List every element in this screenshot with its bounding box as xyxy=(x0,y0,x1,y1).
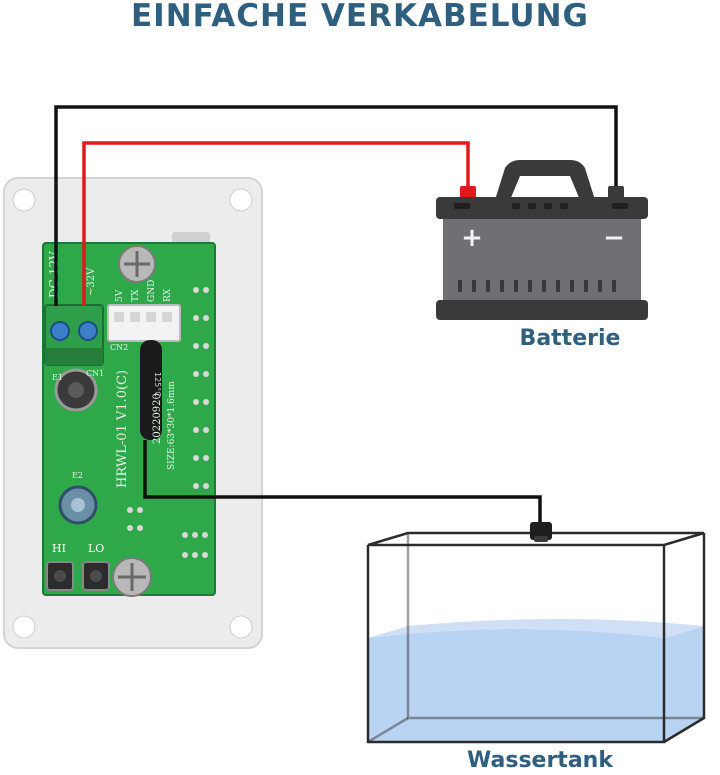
battery-lid xyxy=(436,197,648,219)
battery-minus-sign: − xyxy=(603,223,625,253)
capacitor-e1-top xyxy=(68,382,84,398)
pcb-voltage: ~32V xyxy=(86,267,97,296)
battery-ribs xyxy=(458,280,616,292)
pcb-date: 20220920 xyxy=(152,393,163,444)
connector-pin-3 xyxy=(146,312,156,322)
terminal-screw-1 xyxy=(50,321,70,341)
tank-outline xyxy=(366,531,706,744)
battery-base xyxy=(436,300,648,320)
connector-pin-2 xyxy=(130,312,140,322)
pcb-lo-label: LO xyxy=(88,542,104,555)
connector-pin-1 xyxy=(114,312,124,322)
pcb-size: SIZE:63*30*1.6mm xyxy=(167,381,177,470)
screw-bottom-slot xyxy=(118,563,146,591)
capacitor-e2-top xyxy=(71,498,85,512)
battery-plus-sign: + xyxy=(461,223,483,253)
terminal-screw-2 xyxy=(78,321,98,341)
water-sensor xyxy=(530,522,552,540)
screw-top-slot xyxy=(124,251,150,277)
sensor-text: 125°C xyxy=(153,372,162,397)
pcb-cap-e1: E1 xyxy=(52,373,63,382)
tank-water-surface xyxy=(368,619,704,638)
mount-hole-bottom-left xyxy=(12,615,36,639)
mount-hole-top-right xyxy=(229,188,253,212)
black-wire-battery xyxy=(54,105,618,306)
connector-cn2 xyxy=(107,304,181,342)
pcb-pads xyxy=(127,287,209,558)
pcb-pin-5v: 5V xyxy=(115,289,125,302)
plate-tab xyxy=(172,232,210,244)
tank-water xyxy=(368,626,704,742)
tank-label: Wassertank xyxy=(467,748,613,773)
battery-terminal-negative xyxy=(608,186,624,198)
battery-handle xyxy=(495,160,595,200)
pcb-pin-gnd: GND xyxy=(147,280,157,302)
pcb-connector-label: CN2 xyxy=(110,343,128,352)
pcb-pin-rx: RX xyxy=(163,288,173,302)
pcb-terminal-label: CN1 xyxy=(86,369,104,378)
sensor-probe xyxy=(140,340,162,440)
pcb-model: HRWL-01 V1.0(C) xyxy=(115,370,130,488)
battery-label: Batterie xyxy=(519,326,621,351)
water-sensor-cap xyxy=(534,536,548,542)
battery-terminal-positive xyxy=(460,186,476,198)
black-wire-sensor xyxy=(143,440,542,525)
pcb-cap-e2: E2 xyxy=(72,471,83,480)
mount-hole-bottom-right xyxy=(229,615,253,639)
pcb-hi-label: HI xyxy=(52,542,66,555)
page-title: EINFACHE VERKABELUNG xyxy=(131,0,589,34)
battery-vents xyxy=(454,203,628,209)
pcb-top-label: DC-12V xyxy=(47,251,61,298)
red-wire-battery xyxy=(82,141,470,306)
button-lo-cap xyxy=(90,570,102,582)
connector-pin-4 xyxy=(162,312,172,322)
pcb-pin-tx: TX xyxy=(131,289,141,302)
mount-hole-top-left xyxy=(12,188,36,212)
button-hi-cap xyxy=(54,570,66,582)
terminal-base xyxy=(45,348,103,365)
